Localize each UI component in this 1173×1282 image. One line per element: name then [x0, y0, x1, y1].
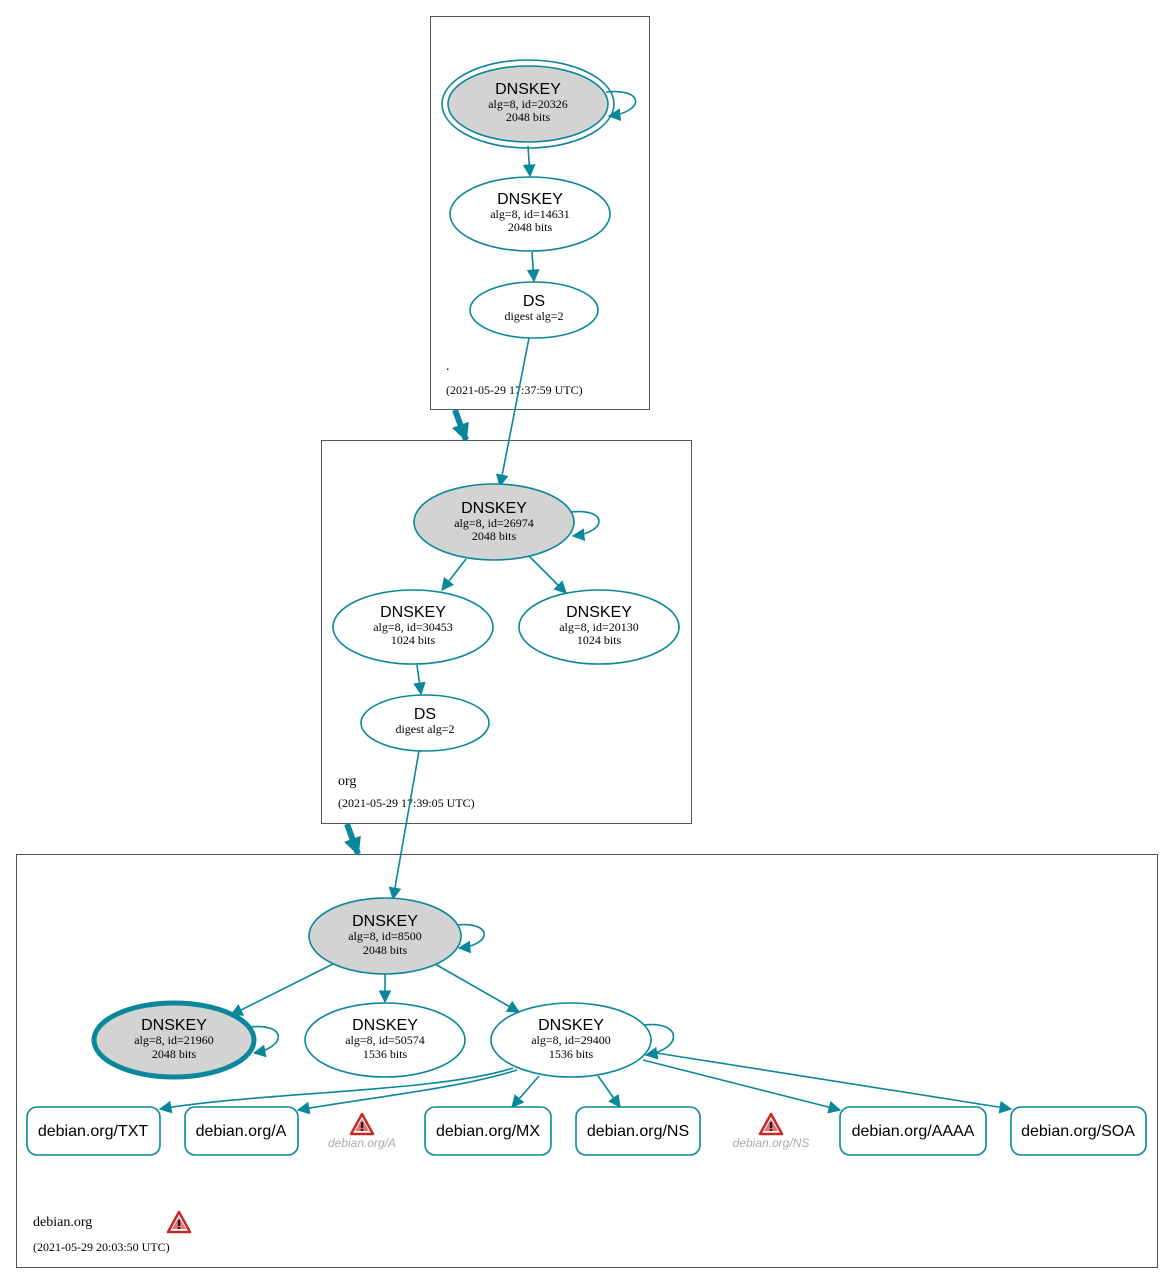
delegation-arrow-root-org [451, 408, 469, 442]
node-detail: alg=8, id=21960 [134, 1033, 214, 1047]
node-title: DS [523, 293, 545, 310]
node-detail: digest alg=2 [504, 309, 563, 323]
node-detail: 1536 bits [549, 1047, 594, 1061]
edge-k3-a [296, 1069, 518, 1115]
zone-time-root: (2021-05-29 17:37:59 UTC) [446, 383, 583, 397]
rrset-node-soa[interactable]: debian.org/SOA [1010, 1106, 1147, 1156]
node-detail: 2048 bits [506, 110, 551, 124]
zone-name-org: org [338, 774, 356, 789]
node-title: DNSKEY [461, 500, 527, 517]
dnskey-node-org-zsk2[interactable]: DNSKEY alg=8, id=20130 1024 bits [518, 589, 680, 665]
edge-root-ds-org-ksk [495, 337, 530, 488]
warning-icon [349, 1112, 375, 1136]
delegation-arrow-org-debian [343, 822, 361, 856]
rrset-node-ns[interactable]: debian.org/NS [575, 1106, 701, 1156]
edge-k3-aaaa [642, 1059, 842, 1114]
selfloop-org-ksk [570, 510, 600, 542]
rrset-label: debian.org/MX [436, 1123, 540, 1140]
ds-node-root[interactable]: DS digest alg=2 [469, 281, 599, 339]
edge-k3-txt [158, 1067, 514, 1114]
rrset-node-mx[interactable]: debian.org/MX [424, 1106, 552, 1156]
node-detail: 2048 bits [508, 220, 553, 234]
selfloop-deb-k1 [249, 1025, 280, 1058]
zone-time-org: (2021-05-29 17:39:05 UTC) [338, 796, 475, 810]
node-title: DNSKEY [141, 1017, 207, 1034]
node-detail: 1024 bits [391, 633, 436, 647]
dnskey-node-org-ksk[interactable]: DNSKEY alg=8, id=26974 2048 bits [413, 483, 575, 561]
node-title: DNSKEY [566, 604, 632, 621]
dnskey-node-debian-29400[interactable]: DNSKEY alg=8, id=29400 1536 bits [490, 1002, 652, 1078]
edge-org-zsk1-ds [413, 664, 426, 696]
dnskey-node-root-ksk[interactable]: DNSKEY alg=8, id=20326 2048 bits [441, 59, 615, 149]
edge-root-ksk-zsk [522, 145, 536, 178]
rrset-label: debian.org/NS [587, 1123, 689, 1140]
node-title: DS [414, 706, 436, 723]
rrset-label: debian.org/AAAA [852, 1123, 975, 1140]
node-detail: alg=8, id=26974 [454, 516, 534, 530]
warning-icon [758, 1112, 784, 1136]
node-detail: alg=8, id=20130 [559, 620, 639, 634]
edge-k3-ns [597, 1075, 621, 1109]
node-title: DNSKEY [380, 604, 446, 621]
rrset-warning-a[interactable]: debian.org/A [328, 1112, 396, 1150]
node-title: DNSKEY [352, 913, 418, 930]
zone-box-root [430, 16, 650, 410]
node-title: DNSKEY [497, 191, 563, 208]
node-detail: digest alg=2 [395, 722, 454, 736]
node-title: DNSKEY [352, 1017, 418, 1034]
rrset-label: debian.org/A [196, 1123, 287, 1140]
zone-box-debian [16, 854, 1158, 1268]
node-detail: 2048 bits [472, 529, 517, 543]
zone-time-debian: (2021-05-29 20:03:50 UTC) [33, 1240, 170, 1254]
zone-warning-icon [166, 1210, 192, 1234]
rrset-node-aaaa[interactable]: debian.org/AAAA [839, 1106, 987, 1156]
edge-k3-mx [511, 1075, 540, 1108]
node-detail: alg=8, id=20326 [488, 97, 568, 111]
node-detail: alg=8, id=8500 [348, 929, 422, 943]
warning-label: debian.org/NS [733, 1136, 810, 1150]
rrset-node-a[interactable]: debian.org/A [184, 1106, 299, 1156]
node-title: DNSKEY [538, 1017, 604, 1034]
dnskey-node-debian-50574[interactable]: DNSKEY alg=8, id=50574 1536 bits [304, 1002, 466, 1078]
node-detail: alg=8, id=30453 [373, 620, 453, 634]
rrset-node-txt[interactable]: debian.org/TXT [26, 1106, 161, 1156]
node-title: DNSKEY [495, 81, 561, 98]
edge-org-ds-deb-ksk [388, 750, 420, 901]
edge-org-ksk-zsk1 [441, 558, 467, 592]
edge-k3-soa [649, 1051, 1013, 1114]
selfloop-deb-k3 [643, 1023, 675, 1060]
dnskey-node-root-zsk[interactable]: DNSKEY alg=8, id=14631 2048 bits [449, 176, 611, 252]
rrset-label: debian.org/TXT [38, 1123, 149, 1140]
node-detail: alg=8, id=29400 [531, 1033, 611, 1047]
edge-root-zsk-ds [526, 251, 540, 283]
rrset-label: debian.org/SOA [1021, 1123, 1135, 1140]
node-detail: alg=8, id=14631 [490, 207, 570, 221]
zone-name-root: . [446, 359, 450, 374]
node-detail: alg=8, id=50574 [345, 1033, 425, 1047]
ds-node-org[interactable]: DS digest alg=2 [360, 694, 490, 752]
edge-deb-ksk-k1 [229, 963, 334, 1016]
warning-label: debian.org/A [328, 1136, 396, 1150]
dnskey-node-debian-ksk[interactable]: DNSKEY alg=8, id=8500 2048 bits [308, 897, 462, 975]
node-detail: 1024 bits [577, 633, 622, 647]
selfloop-deb-ksk [455, 923, 485, 954]
rrset-warning-ns[interactable]: debian.org/NS [733, 1112, 810, 1150]
node-detail: 1536 bits [363, 1047, 408, 1061]
edge-deb-ksk-k3 [434, 963, 521, 1013]
dnskey-node-org-zsk1[interactable]: DNSKEY alg=8, id=30453 1024 bits [332, 589, 494, 665]
dnskey-node-debian-21960[interactable]: DNSKEY alg=8, id=21960 2048 bits [91, 1000, 257, 1080]
edge-org-ksk-zsk2 [528, 555, 567, 594]
node-detail: 2048 bits [152, 1047, 197, 1061]
zone-box-org [321, 440, 692, 824]
zone-name-debian: debian.org [33, 1215, 92, 1230]
selfloop-root-ksk [605, 90, 637, 122]
node-detail: 2048 bits [363, 943, 408, 957]
